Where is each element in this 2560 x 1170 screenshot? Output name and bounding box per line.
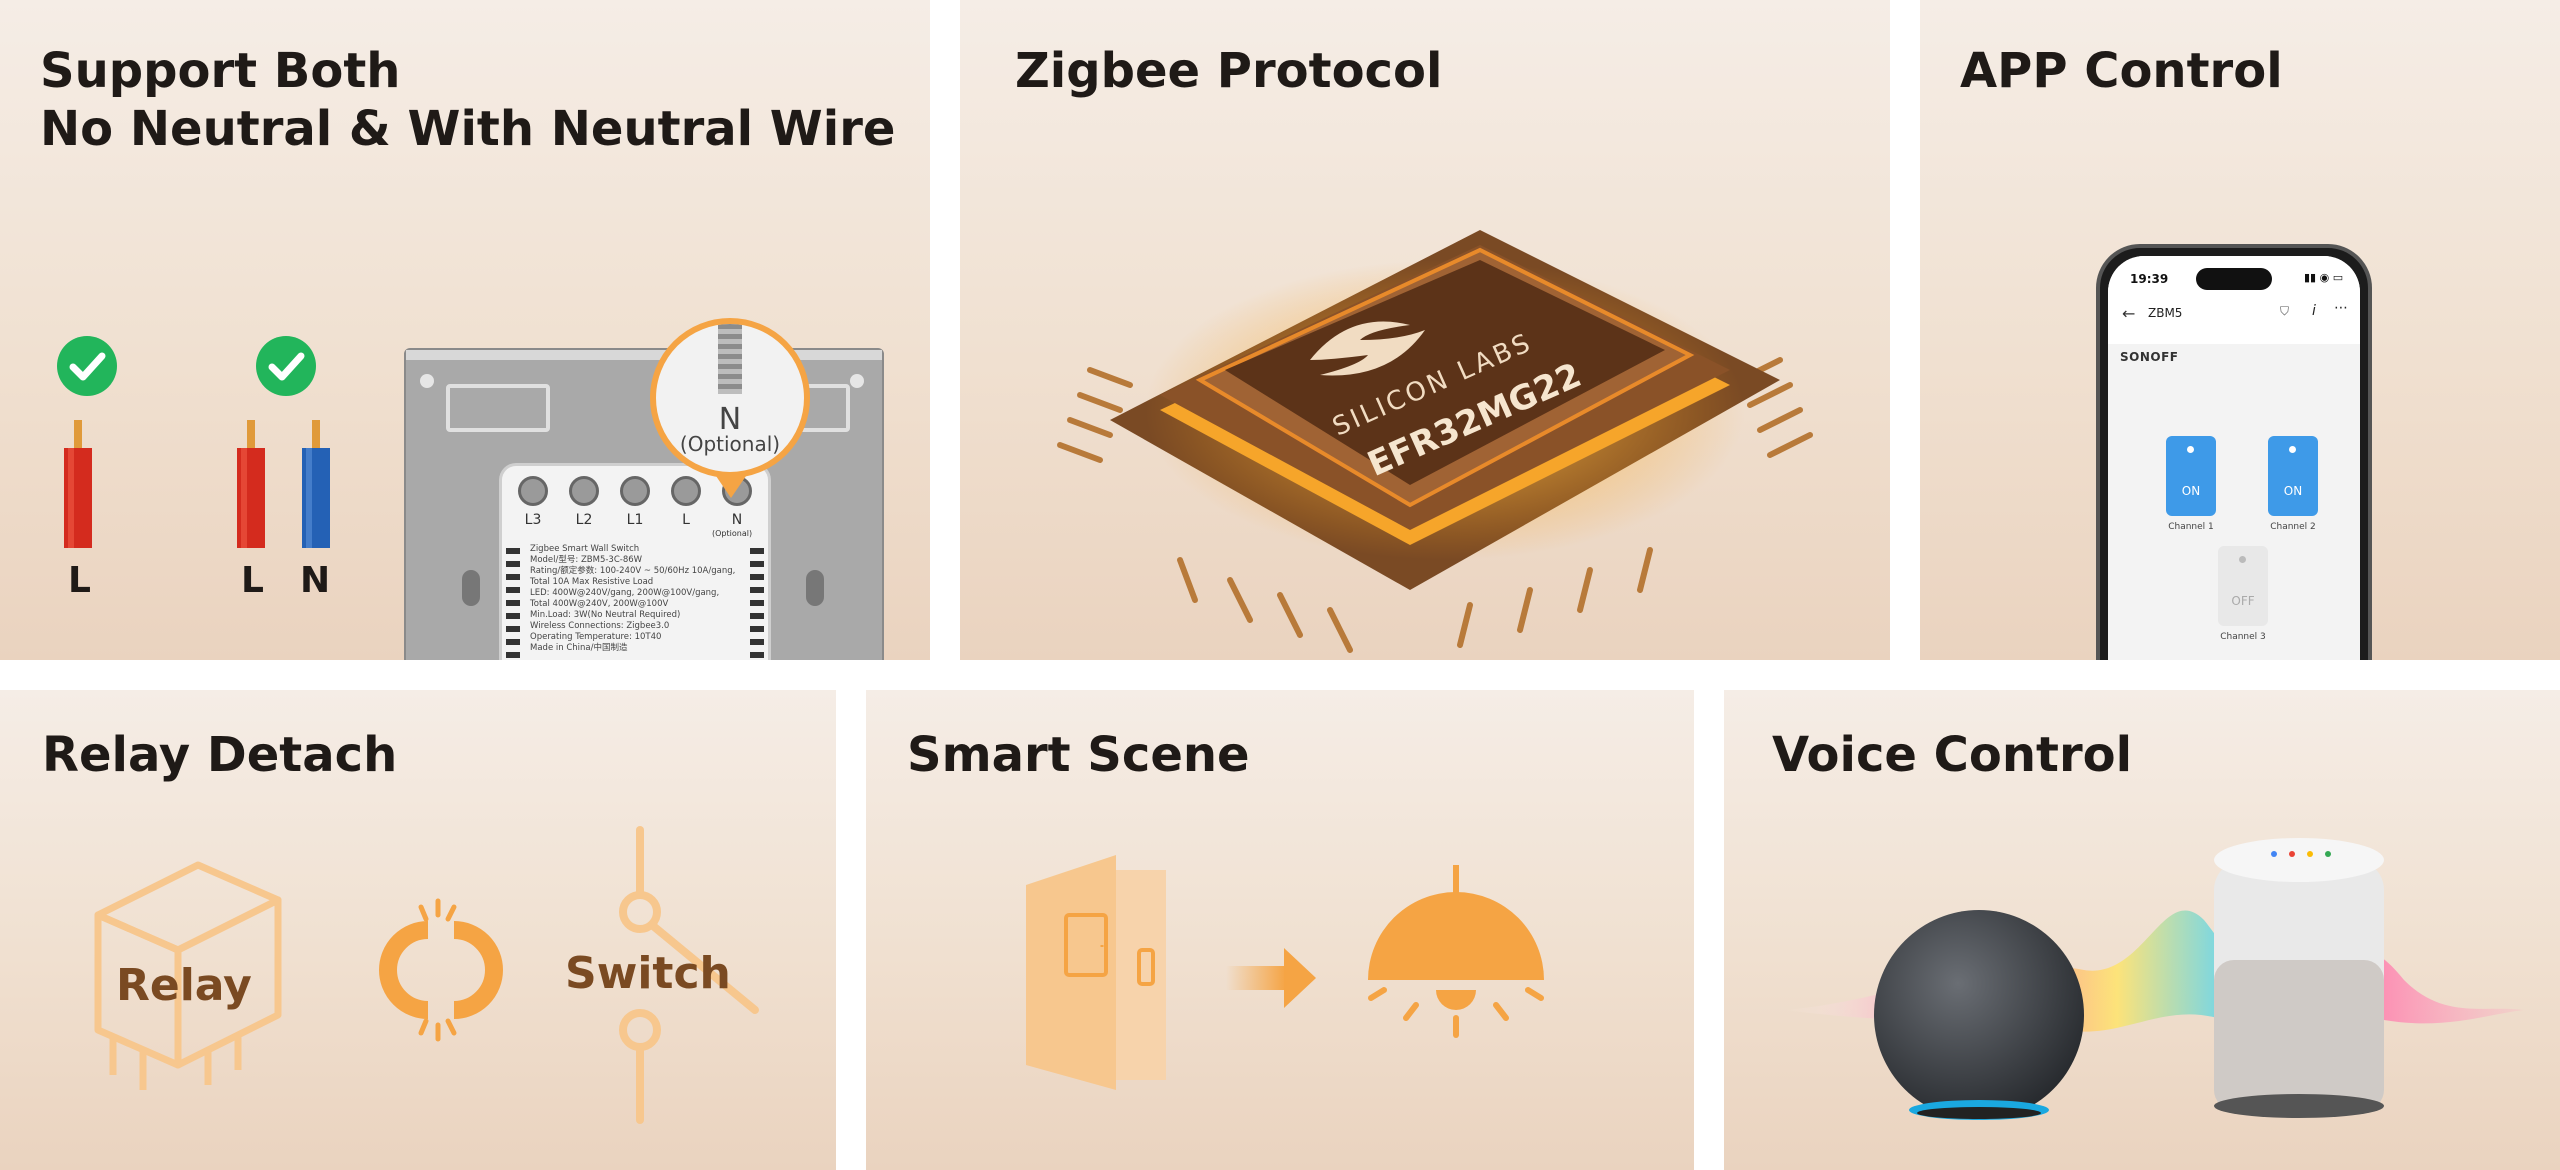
switch-module: L3 L2 L1 L N (Optional) Zigbee Smart Wal… [502, 466, 768, 660]
silicon-labs-logo-icon [1310, 321, 1425, 376]
neutral-title-line2: No Neutral & With Neutral Wire [40, 101, 896, 157]
arrow-right-icon [1226, 948, 1316, 1008]
terminal-label: L [682, 512, 690, 528]
relay-title: Relay Detach [42, 727, 398, 783]
channel-2-button[interactable]: ON [2268, 436, 2318, 516]
status-time: 19:39 [2130, 272, 2169, 286]
screen-title: ZBM5 [2148, 306, 2183, 320]
channel-2-state: ON [2283, 484, 2303, 498]
channel-3-label: Channel 3 [2220, 632, 2266, 642]
shield-icon[interactable]: ⛉ [2280, 304, 2290, 318]
live-wire-icon [64, 420, 92, 548]
voice-title: Voice Control [1772, 727, 2133, 783]
neutral-wire-icon [302, 420, 330, 548]
chip-icon [1057, 230, 1813, 653]
scene-title: Smart Scene [907, 727, 1250, 783]
neutral-callout: N (Optional) [650, 318, 810, 478]
panel-relay-detach: Relay Detach Relay Switch [0, 690, 836, 1170]
panel-app-control: APP Control 19:39 ▮▮ ◉ ▭ ← ZBM5 ⛉ i ⋯ SO… [1920, 0, 2560, 660]
terminal-n-sub: (Optional) [712, 529, 753, 538]
switch-label: Switch [565, 948, 731, 999]
wire-label-l: L [241, 560, 264, 601]
dynamic-island [2196, 268, 2272, 290]
switch-symbol-icon [619, 826, 759, 1124]
channel-3-button[interactable]: OFF [2218, 546, 2268, 626]
door-icon [1026, 855, 1166, 1090]
terminal-label: L3 [524, 512, 542, 528]
switch-back-plate: L3 L2 L1 L N (Optional) Zigbee Smart Wal… [404, 348, 884, 660]
check-icon [256, 336, 316, 396]
back-arrow-icon[interactable]: ← [2122, 304, 2136, 323]
zigbee-title: Zigbee Protocol [1015, 43, 1443, 99]
panel-neutral-wire: Support Both No Neutral & With Neutral W… [0, 0, 930, 660]
panel-zigbee-protocol: Zigbee Protocol SILICON LABS EFR32MG22 [960, 0, 1890, 660]
check-icon [57, 336, 117, 396]
channel-1-button[interactable]: ON [2166, 436, 2216, 516]
callout-optional-label: (Optional) [679, 432, 781, 456]
callout-pointer [716, 476, 746, 498]
lamp-icon [1368, 865, 1544, 1038]
panel-smart-scene: Smart Scene [866, 690, 1694, 1170]
device-spec-label: Zigbee Smart Wall Switch Model/型号: ZBM5-… [530, 544, 736, 653]
channel-1-label: Channel 1 [2168, 522, 2214, 532]
broken-link-icon [379, 898, 503, 1042]
terminal-label: L2 [575, 512, 593, 528]
app-title: APP Control [1960, 43, 2283, 99]
echo-speaker-icon [1874, 910, 2084, 1120]
channel-3-state: OFF [2231, 594, 2255, 608]
wire-label-n: N [300, 560, 331, 601]
phone-frame: 19:39 ▮▮ ◉ ▭ ← ZBM5 ⛉ i ⋯ SONOFF ON Chan… [2096, 244, 2372, 660]
terminal-label: L1 [626, 512, 644, 528]
phone-screen: 19:39 ▮▮ ◉ ▭ ← ZBM5 ⛉ i ⋯ SONOFF ON Chan… [2108, 256, 2360, 660]
neutral-title-line1: Support Both [40, 43, 401, 99]
panel-voice-control: Voice Control [1724, 690, 2560, 1170]
channel-1-state: ON [2181, 484, 2201, 498]
info-icon[interactable]: i [2312, 303, 2316, 319]
wire-label-l: L [68, 560, 91, 601]
relay-box-icon [94, 861, 282, 1090]
more-icon[interactable]: ⋯ [2334, 300, 2348, 316]
signal-icon: ▮▮ ◉ ▭ [2304, 271, 2344, 284]
relay-label: Relay [116, 960, 252, 1011]
callout-n-label: N [718, 402, 742, 437]
brand-logo: SONOFF [2120, 350, 2179, 364]
terminal-label: N [731, 512, 743, 528]
channel-2-label: Channel 2 [2270, 522, 2316, 532]
smart-speaker-icon [2214, 838, 2384, 1118]
live-wire-icon [237, 420, 265, 548]
